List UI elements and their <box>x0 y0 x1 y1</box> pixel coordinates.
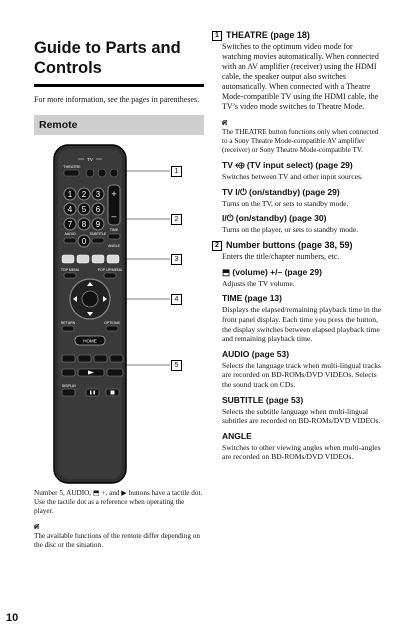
remote-drawing: TV THEATRE 1 2 3 4 5 6 7 8 9 0 <box>53 144 170 484</box>
note-block: ศ The available functions of the remote … <box>34 522 204 550</box>
page-number: 10 <box>6 612 19 624</box>
remote-illustration: TV THEATRE 1 2 3 4 5 6 7 8 9 0 <box>34 139 204 489</box>
remote-label-audio: AUDIO <box>64 232 75 236</box>
callout-5: 5 <box>171 360 182 371</box>
volume-body: Adjusts the TV volume. <box>222 278 295 288</box>
remote-label-theatre: THEATRE <box>63 165 81 169</box>
svg-text:–: – <box>111 211 116 221</box>
digit-6: 6 <box>96 205 101 214</box>
note-text: The available functions of the remote di… <box>34 532 200 549</box>
remote-label-angle: ANGLE <box>108 244 121 248</box>
callout-1: 1 <box>171 166 182 177</box>
number-buttons-heading: Number buttons (page 38, 59) <box>226 239 353 250</box>
remote-label-time: TIME <box>110 228 119 232</box>
left-column: Guide to Parts and Controls For more inf… <box>34 38 204 550</box>
remote-label-top-menu: TOP MENU <box>61 268 80 272</box>
entry-angle: ANGLE Switches to other viewing angles w… <box>212 431 382 462</box>
digit-4: 4 <box>68 205 73 214</box>
callout-4: 4 <box>171 294 182 305</box>
section-heading: Remote <box>34 115 204 135</box>
tv-power-body: Turns on the TV, or sets to standby mode… <box>222 198 349 208</box>
tv-input-heading: TV ⬲ (TV input select) (page 29) <box>222 160 353 170</box>
angle-body: Switches to other viewing angles when mu… <box>222 442 381 462</box>
digit-7: 7 <box>68 220 73 229</box>
digit-1: 1 <box>68 190 73 199</box>
subtitle-heading: SUBTITLE (page 53) <box>222 394 304 405</box>
tv-input-body: Switches between TV and other input sour… <box>222 172 363 181</box>
callout-3: 3 <box>171 254 182 265</box>
angle-heading: ANGLE <box>222 430 252 441</box>
time-body: Displays the elapsed/remaining playback … <box>222 305 382 344</box>
number-buttons-body: Enters the title/chapter numbers, etc. <box>222 251 340 261</box>
page-title: Guide to Parts and Controls <box>34 38 204 87</box>
digit-5: 5 <box>82 205 87 214</box>
theatre-note: ศ The THEATRE button functions only when… <box>222 118 382 155</box>
entry-subtitle: SUBTITLE (page 53) Selects the subtitle … <box>212 395 382 426</box>
entry-time: TIME (page 13) Displays the elapsed/rema… <box>212 293 382 343</box>
note-icon: ศ <box>34 522 40 531</box>
remote-label-return: RETURN <box>61 321 76 325</box>
entry-tv-input: TV ⬲ (TV input select) (page 29) Switche… <box>212 160 382 182</box>
player-power-heading: I/⏻ (on/standby) (page 30) <box>222 213 327 224</box>
entry-theatre: 1 THEATRE (page 18) Switches to the optim… <box>212 30 382 112</box>
remote-caption: Number 5, AUDIO, ⬒ +, and ▶ buttons have… <box>34 489 203 515</box>
digit-0: 0 <box>82 237 87 246</box>
entry-number-2: 2 <box>212 240 222 251</box>
callout-2: 2 <box>171 214 182 225</box>
remote-label-display: DISPLAY <box>62 384 77 388</box>
digit-9: 9 <box>96 220 101 229</box>
subtitle-body: Selects the subtitle language when multi… <box>222 406 381 426</box>
svg-text:+: + <box>111 189 116 199</box>
entry-theatre-body: Switches to the optimum video mode for w… <box>222 42 379 111</box>
remote-label-tv: TV <box>87 157 93 162</box>
right-column: 1 THEATRE (page 18) Switches to the optim… <box>212 30 382 462</box>
digit-2: 2 <box>82 190 87 199</box>
remote-label-options: OPTIONS <box>104 321 120 325</box>
entry-audio: AUDIO (page 53) Selects the language tra… <box>212 349 382 390</box>
audio-body: Selects the language track when multi-li… <box>222 360 381 389</box>
digit-3: 3 <box>96 190 101 199</box>
remote-label-home: HOME <box>83 339 97 344</box>
remote-label-subtitle: SUBTITLE <box>90 232 107 236</box>
remote-label-popup-menu: POP UP/MENU <box>98 268 123 272</box>
time-heading: TIME (page 13) <box>222 293 282 304</box>
intro-text: For more information, see the pages in p… <box>34 95 200 104</box>
entry-number-1: 1 <box>212 31 222 41</box>
entry-tv-power: TV I/⏻ (on/standby) (page 29) Turns on t… <box>212 187 382 209</box>
note-icon-2: ศ <box>222 118 228 127</box>
entry-number-buttons: 2 Number buttons (page 38, 59) Enters the… <box>212 240 382 262</box>
audio-heading: AUDIO (page 53) <box>222 348 290 359</box>
tv-power-heading: TV I/⏻ (on/standby) (page 29) <box>222 186 340 197</box>
entry-volume: ⬒ (volume) +/– (page 29) Adjusts the TV … <box>212 267 382 289</box>
volume-heading: ⬒ (volume) +/– (page 29) <box>222 266 322 277</box>
entry-player-power: I/⏻ (on/standby) (page 30) Turns on the … <box>212 213 382 235</box>
entry-theatre-heading: THEATRE (page 18) <box>226 30 310 40</box>
player-power-body: Turns on the player, or sets to standby … <box>222 225 359 235</box>
theatre-note-text: The THEATRE button functions only when c… <box>222 128 379 154</box>
digit-8: 8 <box>82 220 87 229</box>
